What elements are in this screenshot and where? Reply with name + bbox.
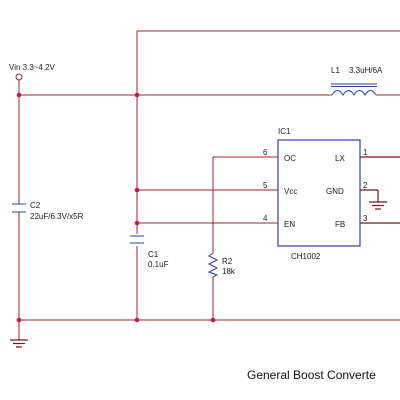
junction [134,187,140,193]
pin-name-en: EN [284,220,295,229]
r2-value: 18k [222,267,236,276]
pin-number-1: 1 [363,148,368,157]
junction [134,92,140,98]
vin-label: Vin 3.3~4.2V [9,63,56,72]
pin-name-lx: LX [335,154,345,163]
pin-number-6: 6 [263,148,268,157]
pin-name-oc: OC [284,154,296,163]
pin-name-gnd: GND [326,187,344,196]
c2-ref: C2 [30,201,41,210]
r2-ref: R2 [222,257,233,266]
pin-number-2: 2 [363,181,368,190]
c1-value: 0.1uF [148,260,169,269]
wires [18,30,400,340]
junction [16,92,22,98]
inductor-coils [331,90,377,96]
pin-name-vcc: Vcc [284,187,297,196]
ground-symbol [10,339,28,348]
vin-terminal [15,73,23,81]
capacitor-c1 [130,234,144,246]
ground-symbol [369,201,387,210]
resistor-r2 [207,252,219,278]
ic-part: CH1002 [291,252,321,261]
pin-name-fb: FB [335,220,345,229]
l1-value: 3.3uH/6A [349,66,383,75]
pin-number-5: 5 [263,181,268,190]
diagram-title: General Boost Converte [247,368,376,382]
junctions [16,92,216,323]
pin-number-3: 3 [363,214,368,223]
ic-ref: IC1 [278,127,291,136]
pin-number-4: 4 [263,214,268,223]
c1-ref: C1 [148,250,159,259]
inductor-l1 [331,83,377,96]
c2-value: 22uF/6.3V/x5R [30,212,84,221]
l1-ref: L1 [331,66,340,75]
capacitor-c2 [12,203,26,213]
junction [134,317,140,323]
junction [16,317,22,323]
ic-body [277,139,361,247]
junction [210,317,216,323]
junction [134,220,140,226]
